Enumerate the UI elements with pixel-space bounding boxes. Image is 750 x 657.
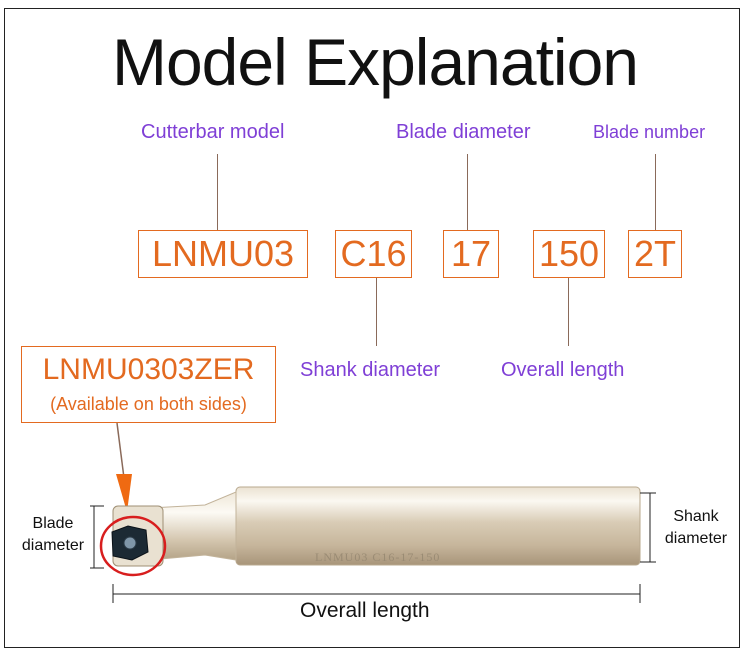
label-shank-diameter: Shank diameter [300,359,441,381]
insert-pointer-arrow [116,474,132,512]
connector-cutterbar-model [217,154,218,230]
code-shank: C16 [335,230,412,278]
label-cutterbar-model: Cutterbar model [141,121,285,143]
connector-blade-number [655,154,656,230]
insert-model-note: (Available on both sides) [50,394,247,414]
insert-pointer-line [116,422,125,479]
outer-frame [4,8,740,648]
connector-blade-diameter [467,154,468,230]
page-title: Model Explanation [111,25,639,99]
label-overall-length: Overall length [501,359,625,381]
insert-model-box: LNMU0303ZER (Available on both sides) [21,346,276,423]
code-model: LNMU03 [138,230,308,278]
dim-label-blade-diameter: Blade diameter [18,513,88,557]
dim-label-shank-diameter: Shank diameter [656,506,736,550]
label-blade-diameter: Blade diameter [396,121,531,143]
dim-label-shank-diameter-line1: Shank [673,508,719,525]
label-blade-number: Blade number [593,122,706,142]
dim-label-blade-diameter-line2: diameter [21,537,85,554]
code-length: 150 [533,230,605,278]
insert-screw-icon [123,536,137,550]
connector-shank-diameter [376,278,377,346]
dim-label-overall-length: Overall length [300,599,430,622]
dim-label-blade-diameter-line1: Blade [32,515,74,532]
code-teeth: 2T [628,230,682,278]
insert-model-code: LNMU0303ZER [42,353,255,386]
dim-label-shank-diameter-line2: diameter [664,530,728,547]
code-blade: 17 [443,230,499,278]
connector-overall-length [568,278,569,346]
insert-highlight-ring [99,515,167,577]
tool-engraving: LNMU03 C16-17-150 [315,550,440,564]
